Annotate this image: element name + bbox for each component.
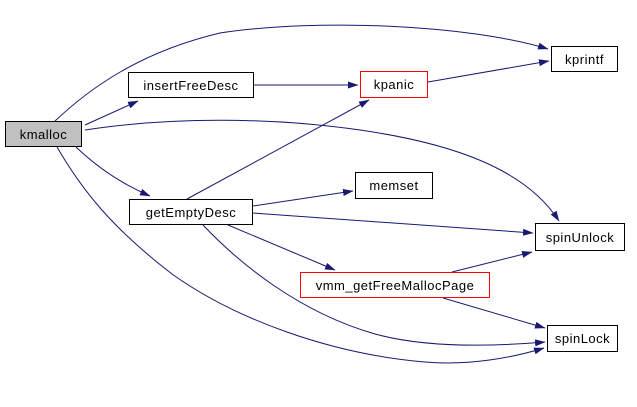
node-spinLock[interactable]: spinLock (547, 325, 618, 352)
edge-getEmptyDesc-to-spinLock (202, 224, 546, 347)
edge-kpanic-to-kprintf (427, 59, 550, 83)
edge-getEmptyDesc-to-memset (252, 189, 354, 207)
node-memset[interactable]: memset (355, 172, 433, 199)
edge-kmalloc-to-spinUnlock (84, 119, 560, 222)
edge-kmalloc-to-kprintf (54, 24, 549, 122)
node-kmalloc[interactable]: kmalloc (5, 121, 82, 147)
node-insertFreeDesc[interactable]: insertFreeDesc (128, 72, 254, 98)
edge-vmm_getFreeMallocPage-to-spinUnlock (451, 251, 533, 273)
edge-getEmptyDesc-to-kpanic (186, 99, 370, 200)
node-kprintf[interactable]: kprintf (551, 46, 618, 72)
node-getEmptyDesc[interactable]: getEmptyDesc (129, 199, 253, 225)
edge-kmalloc-to-spinLock (56, 146, 545, 364)
node-vmm_getFreeMallocPage[interactable]: vmm_getFreeMallocPage (300, 272, 490, 298)
edge-kmalloc-to-insertFreeDesc (84, 100, 139, 126)
edge-vmm_getFreeMallocPage-to-spinLock (442, 297, 546, 329)
edge-getEmptyDesc-to-vmm_getFreeMallocPage (227, 224, 336, 271)
edge-getEmptyDesc-to-spinUnlock (252, 212, 534, 236)
node-kpanic[interactable]: kpanic (360, 71, 428, 98)
edge-kmalloc-to-getEmptyDesc (75, 146, 151, 197)
node-spinUnlock[interactable]: spinUnlock (535, 223, 625, 251)
